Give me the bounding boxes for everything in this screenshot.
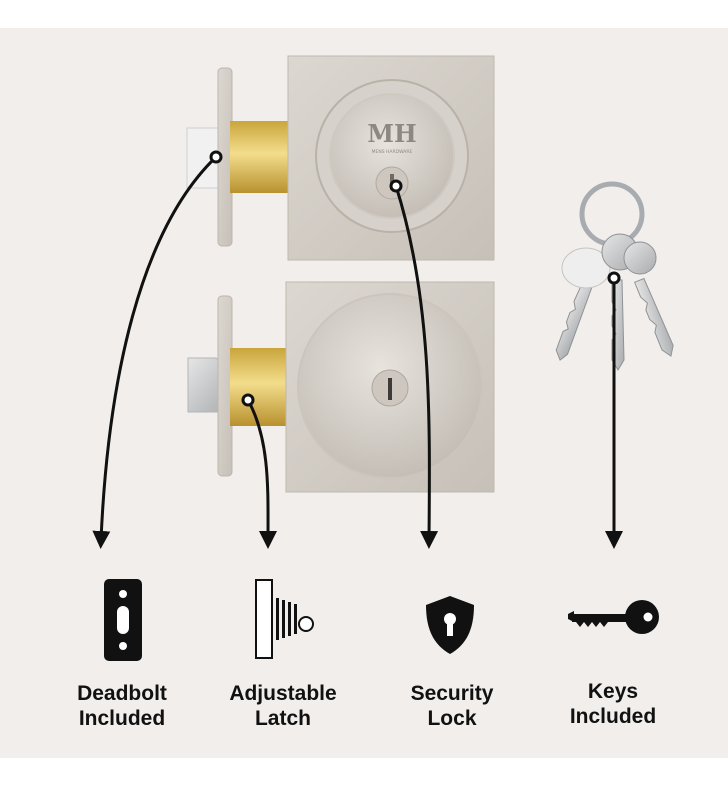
leader-dot-security: [389, 179, 403, 193]
leader-lines: [92, 155, 623, 549]
latch-keyhole-slot: [388, 378, 392, 400]
latch-faceplate: [217, 295, 233, 477]
deadbolt-cylinder-face: [329, 93, 455, 219]
latch-brass-sleeve: [230, 348, 288, 426]
security-shield-keyhole-icon: [426, 596, 474, 654]
feature-label-deadbolt: Deadbolt Included: [47, 681, 197, 731]
feature-label-latch-line1: Adjustable: [229, 682, 337, 705]
key-head-left: [561, 247, 611, 289]
brand-mark: MH: [367, 119, 416, 148]
feature-panel: MH MENS HARDWARE: [0, 28, 728, 758]
leader-latch: [246, 399, 278, 549]
leader-dot-keys: [607, 271, 621, 285]
leader-security: [394, 185, 439, 549]
feature-label-latch-line2: Latch: [254, 707, 311, 730]
feature-label-keys-line1: Keys: [587, 680, 639, 703]
feature-label-keys: Keys Included: [538, 679, 688, 729]
key-ring: [579, 181, 645, 247]
leader-dot-latch: [241, 393, 255, 407]
key-icon: [568, 600, 659, 634]
key-left: [555, 276, 595, 361]
key-right: [634, 277, 674, 357]
deadbolt-brass-sleeve: [230, 121, 290, 193]
feature-label-security-line2: Lock: [427, 707, 477, 730]
feature-label-deadbolt-line2: Included: [78, 707, 166, 730]
feature-label-security: Security Lock: [377, 681, 527, 731]
feature-label-security-line1: Security: [410, 682, 494, 705]
deadbolt-plate-icon: [104, 579, 142, 661]
brand-text: MENS HARDWARE: [372, 149, 413, 155]
leader-dot-deadbolt: [209, 150, 223, 164]
leader-deadbolt: [92, 155, 218, 549]
deadbolt-assembly: MH MENS HARDWARE: [186, 55, 495, 261]
feature-label-latch: Adjustable Latch: [208, 681, 358, 731]
product-illustration: MH MENS HARDWARE: [92, 55, 674, 661]
key-head-right: [623, 241, 657, 275]
latch-assembly: [187, 281, 495, 493]
feature-label-deadbolt-line1: Deadbolt: [77, 682, 167, 705]
feature-label-keys-line2: Included: [569, 705, 657, 728]
adjustable-latch-icon: [255, 579, 314, 659]
